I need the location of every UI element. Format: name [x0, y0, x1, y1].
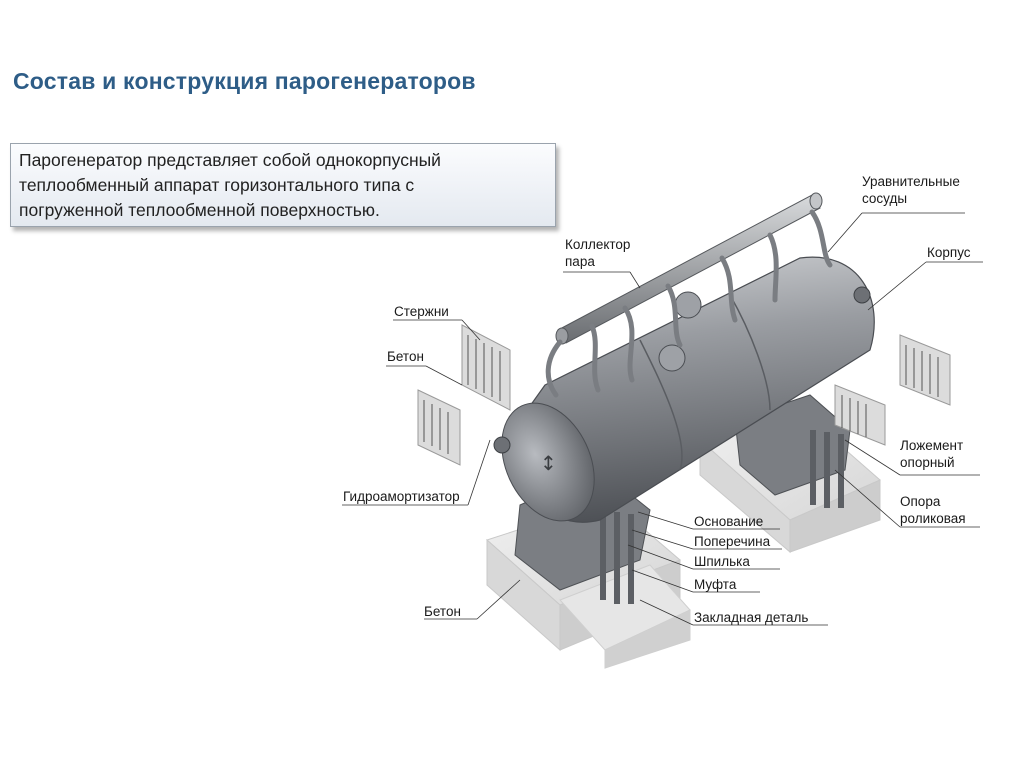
description-line: погруженной теплообменной поверхностью. [19, 200, 380, 220]
label-base: Основание [694, 514, 764, 529]
label-line: пара [565, 254, 595, 269]
label-equalizing-vessels: Уравнительные сосуды [862, 173, 960, 207]
label-hydro-damper: Гидроамортизатор [343, 489, 460, 504]
label-steam-collector: Коллектор пара [565, 236, 630, 270]
label-rods: Стержни [394, 304, 449, 319]
vessel-body: ↕ [493, 256, 875, 523]
label-embedded-part: Закладная деталь [694, 610, 809, 625]
label-support-bed: Ложемент опорный [900, 437, 963, 471]
label-line: сосуды [862, 191, 908, 206]
page-title: Состав и конструкция парогенераторов [13, 68, 476, 94]
label-line: Уравнительные [862, 174, 960, 189]
label-line: Опора [900, 494, 941, 509]
label-stud: Шпилька [694, 554, 750, 569]
label-concrete-lower: Бетон [424, 604, 461, 619]
leader-lines [342, 212, 983, 626]
label-line: Коллектор [565, 237, 631, 252]
label-line: Ложемент [900, 438, 964, 453]
label-concrete-upper: Бетон [387, 349, 424, 364]
label-crossbar: Поперечина [694, 534, 771, 549]
description-box: Парогенератор представляет собой однокор… [10, 143, 556, 227]
label-roller-support: Опора роликовая [900, 493, 966, 527]
description-line: теплообменный аппарат горизонтального ти… [19, 175, 415, 195]
label-line: роликовая [900, 511, 966, 526]
steam-collector [545, 192, 833, 398]
description-line: Парогенератор представляет собой однокор… [19, 150, 441, 170]
label-coupling: Муфта [694, 577, 737, 592]
label-body: Корпус [927, 245, 971, 260]
rod-bundles [417, 324, 951, 466]
svg-text:↕: ↕ [540, 451, 557, 475]
label-line: опорный [900, 455, 955, 470]
